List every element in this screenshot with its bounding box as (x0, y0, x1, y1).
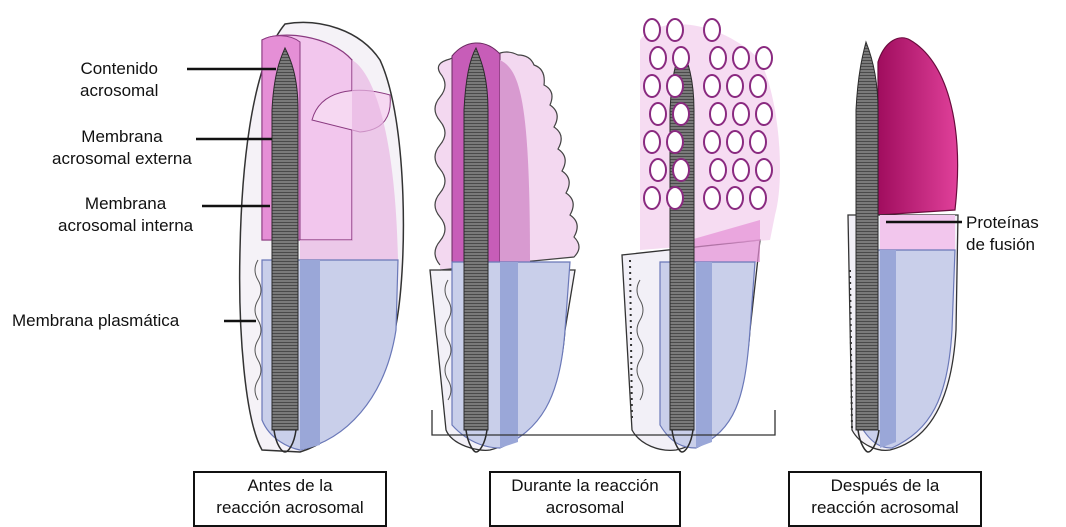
vesicle (644, 131, 660, 153)
vesicle (704, 19, 720, 41)
vesicle (644, 19, 660, 41)
nucleus-strip (300, 260, 320, 450)
nucleus-strip (500, 262, 518, 448)
stage-box-after: Después de la reacción acrosomal (788, 471, 982, 527)
vesicle (756, 159, 772, 181)
label-contenido-acrosomal: Contenido acrosomal (80, 58, 158, 102)
label-membrana-acrosomal-interna: Membrana acrosomal interna (58, 193, 193, 237)
vesicle (673, 103, 689, 125)
vesicle (667, 19, 683, 41)
vesicle (750, 131, 766, 153)
vesicle (667, 187, 683, 209)
label-membrana-plasmatica: Membrana plasmática (12, 310, 179, 332)
cap-remnant (878, 38, 958, 215)
label-proteinas-de-fusion: Proteínas de fusión (966, 212, 1039, 256)
vesicle (710, 103, 726, 125)
vesicle (710, 159, 726, 181)
vesicle (667, 131, 683, 153)
vesicle (750, 75, 766, 97)
vesicle (673, 47, 689, 69)
vesicle (704, 187, 720, 209)
chromatin (272, 48, 298, 430)
vesicle (733, 159, 749, 181)
vesicle (650, 103, 666, 125)
vesicle (756, 47, 772, 69)
vesicle (704, 75, 720, 97)
chromatin (856, 42, 878, 430)
vesicle (644, 75, 660, 97)
vesicle (667, 75, 683, 97)
chromatin (464, 48, 488, 430)
sperm-before (240, 23, 404, 453)
vesicle (727, 131, 743, 153)
stage-box-during: Durante la reacción acrosomal (489, 471, 681, 527)
sperm-during-2 (622, 19, 780, 452)
vesicle (650, 47, 666, 69)
vesicle (710, 47, 726, 69)
vesicle (756, 103, 772, 125)
vesicle (644, 187, 660, 209)
stage-box-before: Antes de la reacción acrosomal (193, 471, 387, 527)
sperm-during-1 (430, 43, 579, 452)
vesicle (733, 47, 749, 69)
vesicle (727, 187, 743, 209)
vesicle (673, 159, 689, 181)
nucleus-strip (880, 250, 896, 448)
sperm-after (848, 38, 958, 452)
vesicle (727, 75, 743, 97)
vesicle (650, 159, 666, 181)
label-membrana-acrosomal-externa: Membrana acrosomal externa (52, 126, 192, 170)
vesicle (750, 187, 766, 209)
nucleus-strip (696, 262, 712, 448)
vesicle (733, 103, 749, 125)
vesicle (704, 131, 720, 153)
pink-band (880, 215, 955, 250)
